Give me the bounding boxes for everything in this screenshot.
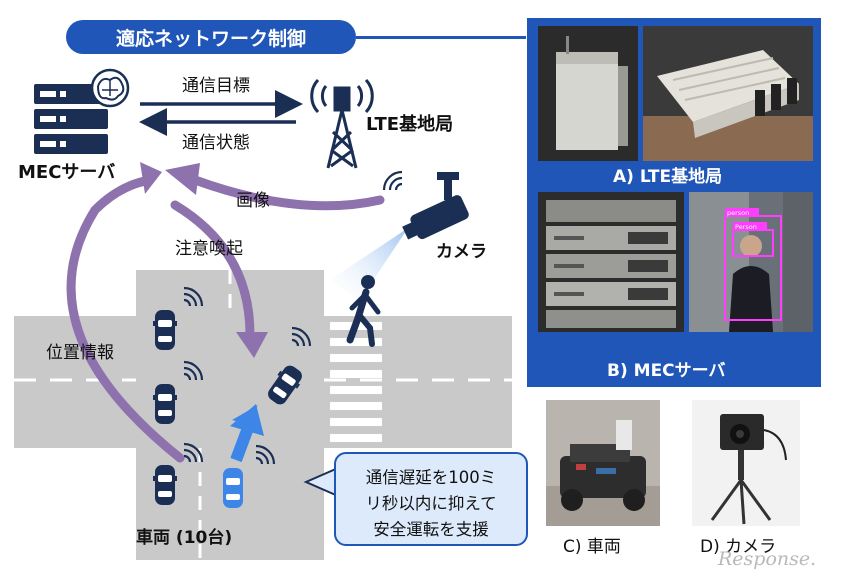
- lte-station-label: LTE基地局: [366, 114, 454, 135]
- callout-line-3: 安全運転を支援: [373, 520, 489, 539]
- equipment-photo-panel: A) LTE基地局 person: [527, 18, 821, 387]
- purple-arrowheads: [140, 162, 268, 358]
- vehicle-car-highlighted: [223, 444, 276, 508]
- detection-tag-1: person: [727, 209, 749, 217]
- comm-target-label: 通信目標: [182, 76, 250, 96]
- camera-label: カメラ: [436, 242, 487, 262]
- response-watermark: Response.: [718, 548, 817, 570]
- position-info-label: 位置情報: [46, 343, 114, 363]
- comm-arrows: [139, 90, 303, 136]
- detection-tag-2: Person: [735, 223, 757, 231]
- caption-lte-station: A) LTE基地局: [613, 167, 723, 187]
- vehicle-photo: [546, 400, 660, 526]
- lte-station-photo-2: [643, 26, 813, 161]
- attention-label: 注意喚起: [175, 239, 243, 259]
- brain-icon: [90, 68, 130, 108]
- pedestrian-icon: [346, 275, 381, 347]
- lte-station-photo-1: [538, 26, 638, 161]
- purple-arrows: [66, 175, 385, 463]
- caption-mec-server: B) MECサーバ: [607, 361, 726, 381]
- callout-line-1: 通信遅延を100ミ: [365, 468, 497, 487]
- comm-state-label: 通信状態: [182, 133, 250, 153]
- mec-server-photo: [538, 192, 684, 332]
- image-label: 画像: [236, 191, 270, 211]
- camera-photo: [692, 400, 800, 526]
- callout-line-2: リ秒以内に抑えて: [365, 494, 497, 513]
- camera-icon: [330, 170, 469, 300]
- latency-callout: 通信遅延を100ミ リ秒以内に抑えて 安全運転を支援: [334, 452, 528, 546]
- title-connector-line: [356, 36, 526, 39]
- antenna-tower-icon: [310, 78, 374, 169]
- mec-server-label: MECサーバ: [18, 162, 116, 183]
- diagram-title: 適応ネットワーク制御: [66, 20, 356, 54]
- person-detection-photo: person Person: [689, 192, 813, 332]
- server-icon: [34, 84, 108, 154]
- caption-camera: D) カメラ: [700, 537, 777, 557]
- blue-move-arrow: [230, 404, 264, 463]
- caption-vehicle: C) 車両: [563, 537, 621, 557]
- vehicles-label: 車両 (10台): [136, 528, 233, 548]
